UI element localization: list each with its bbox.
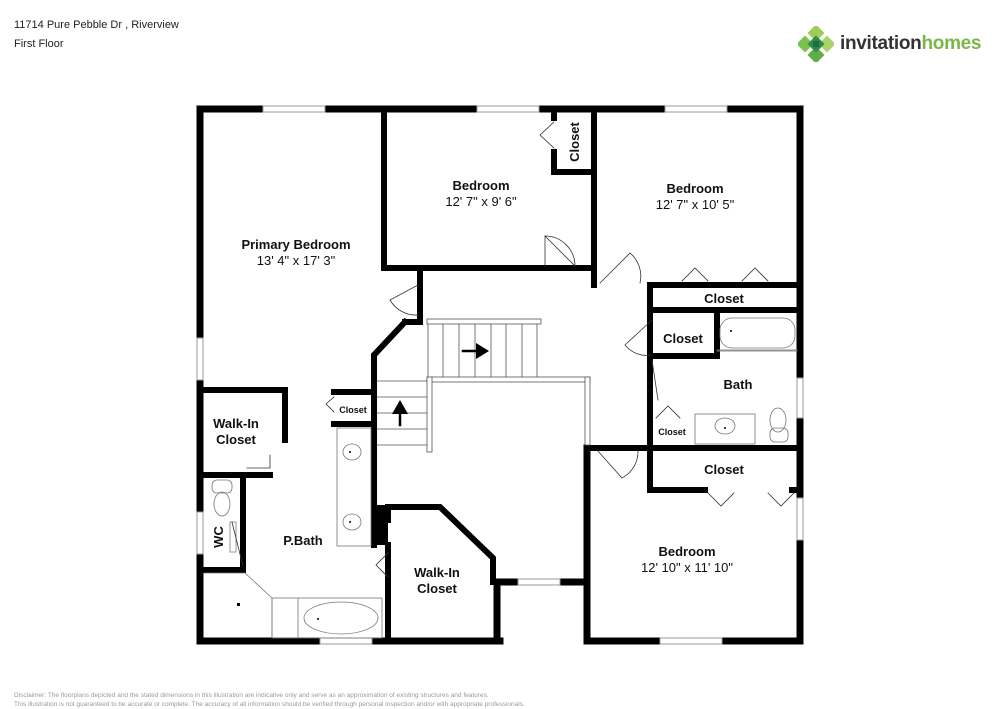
room-name-closet-b3: Closet	[704, 291, 744, 306]
room-labels: Primary Bedroom 13' 4" x 17' 3" Bedroom …	[211, 121, 753, 596]
room-name-closet-stair: Closet	[339, 405, 367, 415]
stair-arrow-up-icon	[392, 400, 408, 427]
toilet-icon	[769, 407, 787, 433]
door-swings	[231, 121, 795, 578]
room-name-closet-b4: Closet	[704, 462, 744, 477]
room-name-closet-hall: Closet	[663, 331, 703, 346]
room-dims-bedroom-3: 12' 7" x 10' 5"	[656, 197, 735, 212]
header: 11714 Pure Pebble Dr , Riverview First F…	[14, 16, 179, 54]
toilet-icon	[213, 491, 231, 517]
room-name-walkin-1-line1: Walk-In	[213, 416, 259, 431]
room-name-bath: Bath	[724, 377, 753, 392]
room-name-wc: WC	[211, 526, 226, 548]
room-dims-bedroom-4: 12' 10" x 11' 10"	[641, 560, 733, 575]
room-name-closet-bath: Closet	[658, 427, 686, 437]
clover-diamond-icon	[798, 26, 834, 62]
room-name-walkin-1-line2: Closet	[216, 432, 256, 447]
stair-arrow-right-icon	[461, 343, 489, 359]
room-name-bedroom-2: Bedroom	[452, 178, 509, 193]
disclaimer-line-1: Disclaimer: The floorplans depicted and …	[14, 692, 489, 699]
brand-word-invitation: invitation	[840, 33, 922, 54]
room-name-pbath: P.Bath	[283, 533, 323, 548]
room-name-bedroom-4: Bedroom	[658, 544, 715, 559]
sink-icon	[342, 443, 362, 461]
disclaimer-line-2: This illustration is not guaranteed to b…	[14, 701, 525, 708]
windows	[196, 105, 804, 645]
room-name-bedroom-3: Bedroom	[666, 181, 723, 196]
stairs	[376, 318, 591, 453]
brand-word-homes: homes	[921, 33, 982, 54]
bathtub-icon	[719, 317, 796, 349]
double-vanity-icon	[336, 427, 372, 547]
brand-logo: invitationhomes	[798, 26, 982, 62]
vanity-icon	[694, 413, 756, 445]
room-name-walkin-2-line2: Closet	[417, 581, 457, 596]
brand-wordmark: invitationhomes	[840, 33, 982, 55]
room-name-walkin-2-line1: Walk-In	[414, 565, 460, 580]
floor-label: First Floor	[14, 38, 64, 50]
sink-icon	[714, 417, 736, 435]
address-text: 11714 Pure Pebble Dr , Riverview	[14, 19, 179, 31]
interior-walls	[197, 106, 803, 644]
room-name-closet-b2: Closet	[567, 121, 582, 161]
tub-icon	[303, 601, 379, 635]
room-dims-bedroom-2: 12' 7" x 9' 6"	[445, 194, 517, 209]
disclaimer: Disclaimer: The floorplans depicted and …	[14, 691, 525, 709]
fixtures	[203, 317, 798, 639]
sink-icon	[342, 513, 362, 531]
room-name-primary-bedroom: Primary Bedroom	[241, 237, 350, 252]
room-dims-primary-bedroom: 13' 4" x 17' 3"	[257, 253, 336, 268]
